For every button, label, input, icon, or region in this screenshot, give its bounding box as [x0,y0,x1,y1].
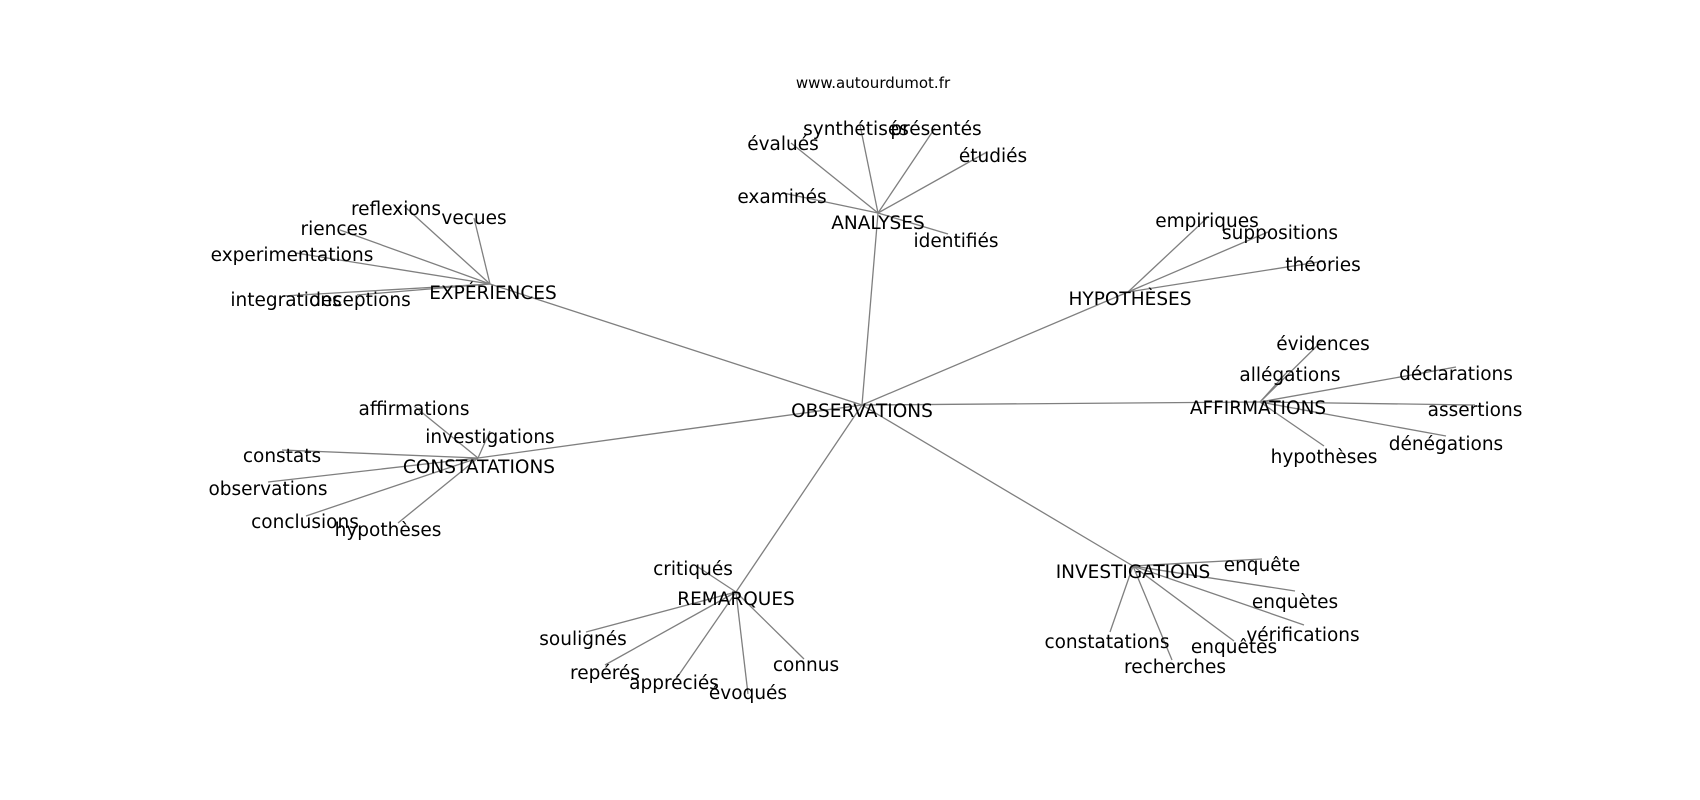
node-word-investigations-enquete: enquête [1224,555,1301,576]
node-word-constatations-constats: constats [243,446,321,467]
edge-analyses-presentes [877,127,936,214]
node-word-experiences-reflexions: reflexions [351,199,441,220]
edge-constatations-hypotheses [397,457,479,524]
node-center-observations: OBSERVATIONS [791,401,933,422]
edge-affirmations-evidences [1259,339,1324,403]
node-word-remarques-evoques: évoqués [709,683,787,704]
edge-affirmations-hypotheses [1259,401,1325,447]
node-word-remarques-reperes: repérés [570,663,640,684]
edge-investigations-recherches [1132,565,1173,661]
edge-remarques-reperes [604,591,737,666]
edge-constatations-affirmations [413,405,479,459]
node-word-affirmations-assertions: assertions [1428,400,1523,421]
edge-investigations-enquetes [1132,565,1235,642]
source-caption: www.autourdumot.fr [796,74,951,92]
edge-constatations-constats [281,449,479,459]
node-word-investigations-constatations: constatations [1044,632,1169,653]
node-word-constatations-observations: observations [208,479,327,500]
node-hub-remarques: REMARQUES [677,589,795,610]
node-word-investigations-recherches: recherches [1124,657,1226,678]
node-word-experiences-experimentations: experimentations [211,245,374,266]
edges-layer [267,124,1476,695]
edge-affirmations-denegations [1259,401,1447,437]
node-word-affirmations-allegations: allégations [1239,365,1340,386]
node-word-analyses-examines: examinés [737,187,826,208]
edge-center-analyses [861,212,879,406]
edge-analyses-identifies [877,212,949,235]
edge-analyses-synthetises [859,124,879,214]
edge-remarques-apprecies [675,591,737,680]
edge-constatations-investigations [477,430,491,459]
node-word-analyses-etudies: étudiés [959,146,1027,167]
node-word-analyses-presentes: présentés [890,119,981,140]
node-word-analyses-identifies: identifiés [913,231,998,252]
edge-experiences-reflexions [403,205,491,285]
node-word-remarques-apprecies: appréciés [629,673,719,694]
node-word-remarques-soulignes: soulignés [539,629,626,650]
edge-investigations-verifications [1132,565,1305,626]
node-hub-hypotheses: HYPOTHÈSES [1068,288,1191,310]
edge-experiences-vecues [473,217,491,285]
edge-hypotheses-empiriques [1127,217,1208,293]
node-hub-analyses: ANALYSES [831,213,924,234]
edge-center-affirmations [861,401,1261,406]
node-word-affirmations-declarations: déclarations [1399,364,1513,385]
edge-investigations-constatations [1109,565,1134,633]
node-hub-investigations: INVESTIGATIONS [1056,562,1211,583]
node-word-analyses-evalues: évalués [747,134,819,155]
edge-constatations-observations [267,457,479,483]
edge-remarques-critiques [697,566,737,593]
edge-affirmations-assertions [1259,401,1476,406]
node-word-constatations-conclusions: conclusions [251,512,359,533]
node-word-affirmations-hypotheses: hypothèses [1271,447,1378,468]
edge-remarques-evoques [735,591,749,695]
edge-remarques-connus [735,591,805,660]
edge-experiences-riences [339,229,491,285]
edge-hypotheses-theories [1127,260,1326,293]
edge-center-constatations [477,404,863,459]
edge-affirmations-allegations [1259,370,1289,403]
node-word-investigations-enquetes: enquètes [1252,592,1338,613]
edge-analyses-evalues [790,142,879,214]
node-word-affirmations-evidences: évidences [1276,334,1370,355]
node-word-investigations-verifications: vérifications [1246,625,1359,646]
edge-investigations-enquete [1132,558,1263,567]
node-word-analyses-synthetises: synthétisés [803,119,909,140]
edge-center-remarques [735,404,863,593]
node-word-investigations-enquetes: enquêtes [1191,637,1277,658]
edge-affirmations-declarations [1259,366,1457,403]
node-word-hypotheses-empiriques: empiriques [1155,211,1259,232]
node-word-experiences-vecues: vecues [441,208,506,229]
edge-investigations-enquetes [1132,565,1296,592]
node-word-remarques-connus: connus [773,655,839,676]
node-word-constatations-investigations: investigations [425,427,554,448]
edge-remarques-soulignes [585,591,737,633]
edge-center-experiences [489,283,863,406]
edge-experiences-integrations [282,283,491,297]
node-word-experiences-integrations: integrations [230,290,341,311]
node-word-remarques-critiques: critiqués [653,559,733,580]
edge-center-hypotheses [861,291,1129,406]
node-hub-affirmations: AFFIRMATIONS [1190,398,1326,419]
node-word-affirmations-denegations: dénégations [1389,434,1503,455]
edge-hypotheses-suppositions [1127,231,1269,293]
node-word-hypotheses-theories: théories [1285,255,1360,276]
node-word-hypotheses-suppositions: suppositions [1222,223,1338,244]
node-word-experiences-deceptions: deceptions [309,290,411,311]
node-word-experiences-riences: riences [300,219,367,240]
node-hub-constatations: CONSTATATIONS [403,457,555,478]
node-word-constatations-affirmations: affirmations [359,399,470,420]
node-word-constatations-hypotheses: hypothèses [335,520,442,541]
edge-experiences-experimentations [295,252,491,285]
edge-center-investigations [861,404,1134,567]
edge-analyses-etudies [877,151,988,214]
edge-constatations-conclusions [305,457,479,517]
edge-experiences-deceptions [356,283,491,296]
node-hub-experiences: EXPÉRIENCES [429,282,556,304]
edge-analyses-examines [782,192,879,214]
